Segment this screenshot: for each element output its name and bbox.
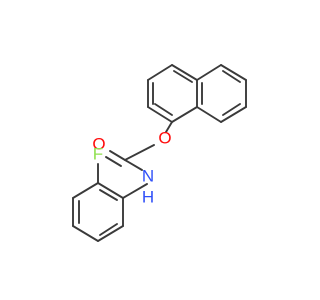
hydrogen-label: H: [142, 187, 154, 206]
ester-linkage: [105, 121, 173, 199]
oxygen-ester-label: O: [158, 128, 171, 147]
molecule-drawing: O O N H F: [72, 64, 247, 242]
oxygen-carbonyl-label: O: [92, 134, 105, 153]
structure-diagram: O O N H F: [72, 64, 247, 242]
naphthalene-ring-right: [196, 64, 247, 123]
fluorine-label: F: [93, 144, 103, 163]
naphthalene-ring-left: [147, 64, 198, 123]
fluorophenyl-ring: [72, 163, 124, 242]
nitrogen-label: N: [142, 166, 154, 185]
